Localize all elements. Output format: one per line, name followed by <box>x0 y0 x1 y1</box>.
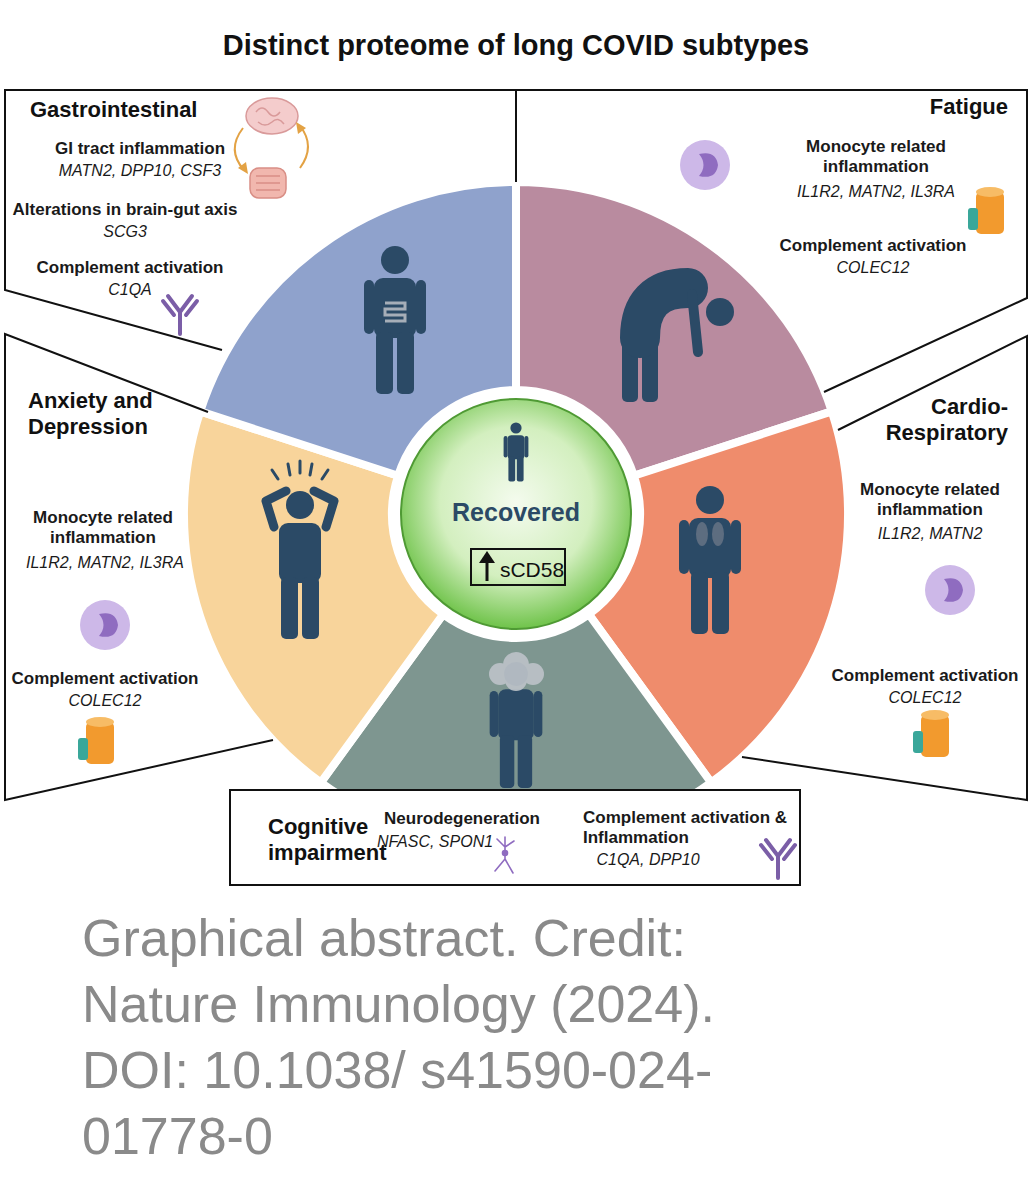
gene-names: IL1R2, MATN2, IL3RA <box>766 182 986 201</box>
pathway-label: Alterations in brain-gut axis <box>0 200 250 220</box>
cardio-respiratory-panel: Cardio- RespiratoryMonocyte related infl… <box>740 330 1030 802</box>
complement-receptor-icon <box>968 187 1004 234</box>
wheel-sectors <box>184 182 848 846</box>
pathway-label: Monocyte related inflammation <box>850 480 1010 521</box>
anxiety-figure <box>266 461 334 639</box>
gene-names: COLEC12 <box>5 691 205 710</box>
gene-names: NFASC, SPON1 <box>365 832 505 851</box>
panel-heading: Anxiety and Depression <box>28 388 168 441</box>
pathway-label: Complement activation <box>20 258 240 278</box>
gene-names: IL1R2, MATN2 <box>830 524 1030 543</box>
gastro-figure <box>364 246 426 394</box>
node-label: Recovered <box>406 497 626 527</box>
pathway-label: Neurodegeneration <box>372 809 552 829</box>
cognitive-impairment-panel: Cognitive impairmentNeurodegenerationNFA… <box>229 789 801 886</box>
brain-gut-icon <box>235 98 308 198</box>
gene-names: IL1R2, MATN2, IL3RA <box>5 553 205 572</box>
panel-border <box>230 790 800 885</box>
panel-border <box>5 334 273 800</box>
diagram-title: Distinct proteome of long COVID subtypes <box>0 25 1032 65</box>
pathway-label: Monocyte related inflammation <box>796 137 956 178</box>
fatigue-panel: FatigueMonocyte related inflammationIL1R… <box>514 88 1029 394</box>
pathway-label: Complement activation <box>763 236 983 256</box>
antibody-icon <box>163 296 197 334</box>
anxiety-depression-panel: Anxiety and DepressionMonocyte related i… <box>3 330 283 802</box>
panel-border <box>516 90 1027 392</box>
cognitive-figure <box>489 652 544 788</box>
panel-border <box>742 336 1027 800</box>
panel-border <box>5 90 516 350</box>
panel-heading: Cognitive impairment <box>268 814 388 867</box>
gene-names: C1QA, DPP10 <box>578 850 718 869</box>
pathway-label: GI tract inflammation <box>15 139 265 159</box>
fatigue-figure <box>622 288 734 402</box>
complement-receptor-icon <box>78 717 114 764</box>
gene-names: COLEC12 <box>825 688 1025 707</box>
monocyte-icon <box>80 600 130 650</box>
panel-heading: Cardio- Respiratory <box>878 394 1008 447</box>
cardio-figure <box>679 486 741 634</box>
monocyte-icon <box>925 565 975 615</box>
gene-names: C1QA <box>30 280 230 299</box>
pathway-label: Complement activation <box>825 666 1025 686</box>
panel-heading: Fatigue <box>808 94 1008 120</box>
pathway-label: Complement activation <box>5 669 205 689</box>
scd58-box: sCD58 <box>470 548 566 586</box>
monocyte-icon <box>680 140 730 190</box>
complement-receptor-icon <box>913 710 949 757</box>
gene-names: COLEC12 <box>773 258 973 277</box>
pathway-label: Monocyte related inflammation <box>23 508 183 549</box>
gene-names: SCG3 <box>25 222 225 241</box>
figure-caption: Graphical abstract. Credit: Nature Immun… <box>82 905 762 1169</box>
marker-label: sCD58 <box>497 557 567 582</box>
gene-names: MATN2, DPP10, CSF3 <box>15 161 265 180</box>
recovered-disc <box>401 399 631 629</box>
pathway-label: Complement activation & Inflammation <box>583 808 808 849</box>
